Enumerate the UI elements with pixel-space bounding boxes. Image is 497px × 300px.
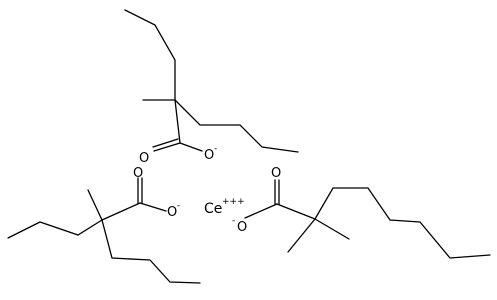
ligand-right-c-o-single bbox=[244, 203, 278, 219]
ligand-right-anion-oxygen: O bbox=[237, 220, 247, 235]
ligand-left-anion-oxygen: O bbox=[167, 205, 177, 220]
ligand-top-c-o-single bbox=[179, 142, 203, 152]
ligand-right: O O - bbox=[232, 166, 491, 259]
ligand-left-carbonyl-oxygen: O bbox=[133, 166, 143, 181]
ligand-right-carbonyl-oxygen: O bbox=[271, 166, 281, 181]
ligand-left-anion-charge: - bbox=[177, 201, 180, 211]
ligand-left: O O - bbox=[7, 166, 201, 284]
ligand-top-c-carboxyl bbox=[174, 99, 181, 144]
ligand-top-carbonyl-oxygen: O bbox=[139, 151, 149, 166]
cerium-cation: Ce +++ bbox=[204, 197, 245, 217]
ligand-right-c-carboxyl bbox=[276, 203, 316, 220]
ligand-top-propyl-chain bbox=[124, 9, 176, 101]
ligand-right-methyl-b bbox=[314, 218, 350, 240]
ligand-top-c-o-double-b bbox=[152, 138, 179, 148]
cerium-symbol: Ce bbox=[204, 201, 222, 217]
ligand-left-propyl-chain bbox=[7, 219, 103, 239]
ligand-right-methyl-a bbox=[287, 218, 316, 253]
ligand-top-butyl-chain bbox=[174, 99, 299, 153]
ligand-left-c-o-single bbox=[139, 202, 167, 212]
ligand-left-methyl bbox=[87, 189, 103, 221]
ligand-left-butyl-chain bbox=[101, 219, 201, 284]
ligand-top-anion-oxygen: O bbox=[204, 148, 214, 163]
ligand-top: O O - bbox=[124, 9, 299, 166]
ligand-top-anion-charge: - bbox=[214, 144, 217, 154]
cerium-charge: +++ bbox=[222, 197, 245, 207]
ligand-top-c-o-double-a bbox=[153, 142, 181, 152]
ligand-left-c-carboxyl bbox=[101, 202, 141, 221]
ligand-right-anion-charge: - bbox=[232, 216, 235, 226]
ligand-right-hexyl-chain bbox=[314, 187, 491, 259]
